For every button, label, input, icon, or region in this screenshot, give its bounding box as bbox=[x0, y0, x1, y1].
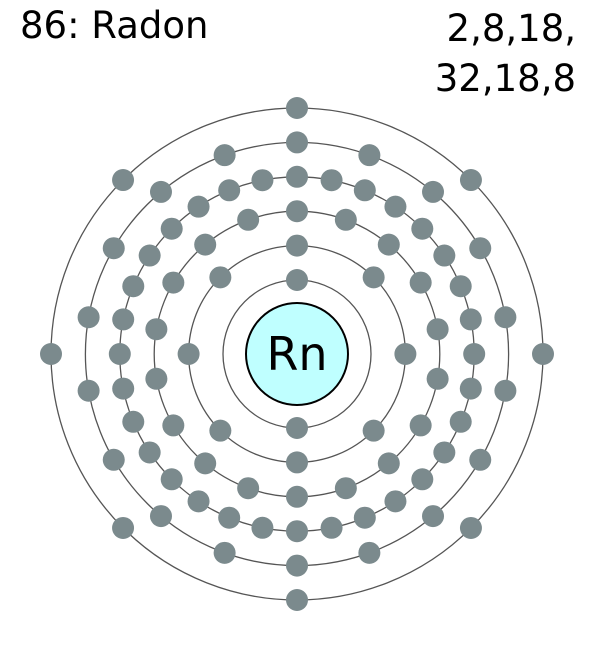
electron bbox=[362, 266, 385, 289]
electron bbox=[122, 275, 145, 298]
electron bbox=[286, 417, 308, 439]
electron bbox=[40, 343, 62, 365]
electron-configuration: 2,8,18, 32,18,8 bbox=[435, 4, 576, 104]
electron bbox=[209, 419, 232, 442]
electron bbox=[494, 379, 517, 402]
electron bbox=[449, 410, 472, 433]
electron bbox=[494, 306, 517, 329]
electron bbox=[77, 379, 100, 402]
electron bbox=[187, 490, 210, 513]
electron bbox=[138, 441, 161, 464]
electron bbox=[251, 516, 274, 539]
nucleus bbox=[245, 302, 349, 406]
electron bbox=[433, 441, 456, 464]
electron bbox=[411, 217, 434, 240]
electron bbox=[160, 468, 183, 491]
electron bbox=[353, 179, 376, 202]
electron bbox=[213, 541, 236, 564]
electron bbox=[251, 169, 274, 192]
electron bbox=[286, 165, 308, 188]
electron bbox=[162, 271, 185, 294]
electron bbox=[194, 233, 217, 256]
electron bbox=[377, 452, 400, 475]
electron bbox=[286, 589, 308, 611]
electron bbox=[426, 367, 449, 390]
electron bbox=[469, 448, 492, 471]
electrons bbox=[40, 97, 554, 611]
electron bbox=[422, 505, 445, 528]
electron bbox=[145, 367, 168, 390]
electron bbox=[286, 554, 308, 577]
electron bbox=[286, 485, 308, 508]
electron bbox=[320, 516, 343, 539]
electron bbox=[213, 144, 236, 167]
electron bbox=[286, 451, 308, 474]
electron bbox=[112, 308, 135, 331]
electron bbox=[149, 505, 172, 528]
electron bbox=[422, 180, 445, 203]
electron bbox=[145, 318, 168, 341]
electron bbox=[394, 343, 417, 365]
electron bbox=[384, 490, 407, 513]
electron bbox=[209, 266, 232, 289]
electron bbox=[112, 516, 135, 539]
electron bbox=[426, 318, 449, 341]
electron bbox=[358, 541, 381, 564]
element-symbol: Rn bbox=[266, 327, 327, 381]
electron bbox=[433, 244, 456, 267]
electron bbox=[237, 208, 260, 231]
electron bbox=[320, 169, 343, 192]
electron bbox=[377, 233, 400, 256]
electron bbox=[459, 308, 482, 331]
electron bbox=[353, 506, 376, 529]
electron bbox=[358, 144, 381, 167]
config-line-1: 2,8,18, bbox=[446, 7, 576, 50]
electron bbox=[187, 195, 210, 218]
electron bbox=[218, 506, 241, 529]
electron bbox=[77, 306, 100, 329]
electron bbox=[102, 237, 125, 260]
electron bbox=[286, 520, 308, 543]
electron bbox=[286, 234, 308, 257]
electron bbox=[362, 419, 385, 442]
electron bbox=[384, 195, 407, 218]
electron bbox=[449, 275, 472, 298]
electron bbox=[194, 452, 217, 475]
electron bbox=[459, 377, 482, 400]
electron bbox=[409, 414, 432, 437]
electron bbox=[102, 448, 125, 471]
electron bbox=[138, 244, 161, 267]
electron bbox=[459, 516, 482, 539]
electron bbox=[160, 217, 183, 240]
electron bbox=[334, 208, 357, 231]
electron bbox=[149, 180, 172, 203]
electron bbox=[459, 169, 482, 192]
electron bbox=[108, 343, 131, 365]
element-title: 86: Radon bbox=[20, 4, 209, 47]
electron bbox=[286, 131, 308, 154]
electron bbox=[411, 468, 434, 491]
electron bbox=[286, 97, 308, 119]
electron bbox=[334, 477, 357, 500]
electron bbox=[162, 414, 185, 437]
electron bbox=[463, 343, 486, 365]
electron bbox=[218, 179, 241, 202]
electron bbox=[112, 169, 135, 192]
electron bbox=[409, 271, 432, 294]
electron bbox=[532, 343, 554, 365]
electron bbox=[469, 237, 492, 260]
electron bbox=[122, 410, 145, 433]
electron bbox=[286, 269, 308, 291]
electron bbox=[237, 477, 260, 500]
electron bbox=[286, 200, 308, 223]
electron bbox=[177, 343, 200, 365]
config-line-2: 32,18,8 bbox=[434, 57, 576, 100]
electron bbox=[112, 377, 135, 400]
